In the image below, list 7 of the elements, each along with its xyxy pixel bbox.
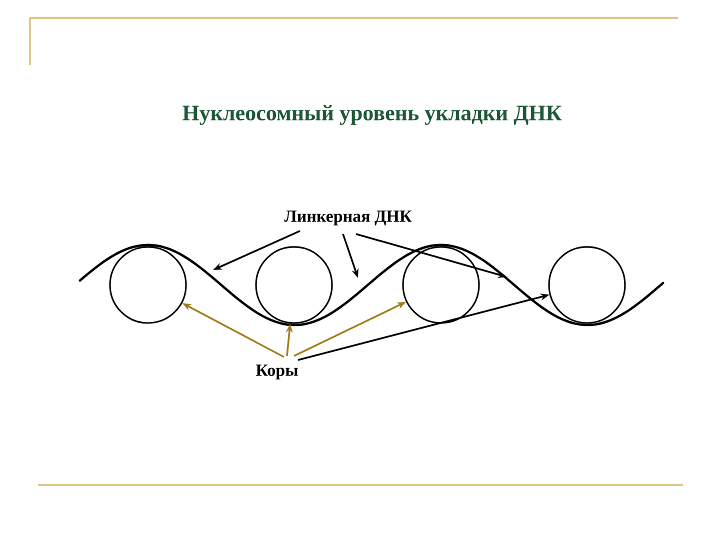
nucleosome-core	[255, 246, 333, 324]
label-text: Коры	[256, 364, 298, 380]
title: Нуклеосомный уровень укладки ДНК	[182, 105, 562, 125]
nucleosome-core	[109, 246, 187, 324]
nucleosome-core	[548, 246, 626, 324]
nucleosome-core	[402, 246, 480, 324]
label-text: Линкерная ДНК	[284, 210, 412, 226]
